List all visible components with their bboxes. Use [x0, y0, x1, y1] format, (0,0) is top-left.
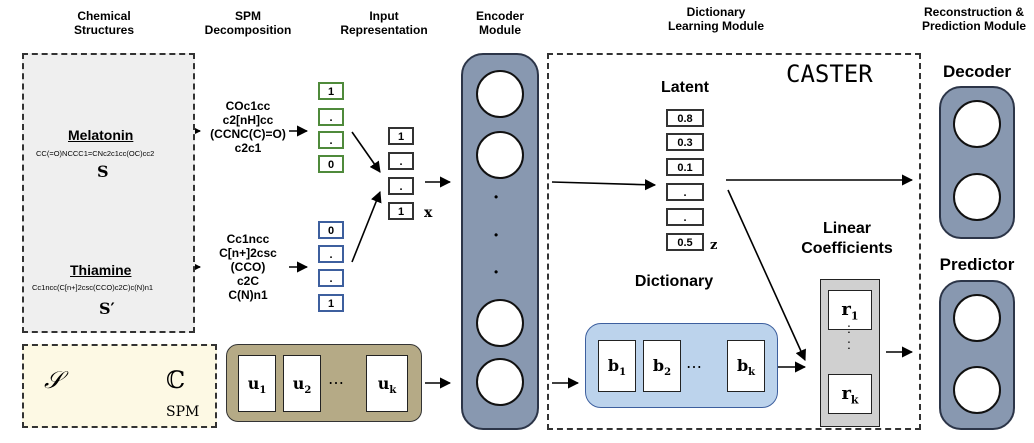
header-spm-decomposition: SPM Decomposition: [204, 9, 292, 37]
coefficient-cell: rk: [828, 374, 872, 414]
vector-cell: 1: [318, 294, 344, 312]
vector-cell: .: [388, 152, 414, 170]
arrow-vec1-x: [351, 131, 381, 173]
u-item: uk: [366, 355, 408, 412]
header-dictionary-learning: Dictionary Learning Module: [668, 5, 764, 33]
drug2-smiles: Cc1ncc(C[n+]2csc(CCO)c2C)c(N)n1: [32, 283, 154, 292]
encoder-node: [476, 358, 524, 406]
encoder-ellipsis: •: [494, 265, 499, 279]
latent-cell: 0.8: [666, 109, 704, 127]
coefficient-cell: r1: [828, 290, 872, 330]
dictionary-atom: b2: [643, 340, 681, 392]
vector-cell: .: [318, 131, 344, 149]
decoder-node: [953, 173, 1001, 221]
encoder-node: [476, 70, 524, 118]
drug1-name: Melatonin: [68, 127, 134, 143]
linear-coefficients-title: Linear Coefficients: [801, 220, 893, 257]
latent-cell: 0.1: [666, 158, 704, 176]
latent-cell: 0.3: [666, 133, 704, 151]
chemical-structures-panel: [22, 53, 195, 333]
encoder-ellipsis: •: [494, 228, 499, 242]
spm2-item: c2C: [236, 274, 259, 288]
drug2-symbol: S′: [99, 299, 115, 318]
vector-cell: 1: [318, 82, 344, 100]
predictor-node: [953, 366, 1001, 414]
decoder-node: [953, 100, 1001, 148]
latent-cell: .: [666, 208, 704, 226]
decoder-title: Decoder: [942, 62, 1012, 81]
arrow-encoder-latent: [551, 179, 657, 191]
caster-title: CASTER: [786, 60, 873, 88]
latent-cell: 0.5: [666, 233, 704, 251]
dictionary-ellipsis: ⋯: [686, 359, 702, 376]
vector-cell: .: [318, 108, 344, 126]
dictionary-atom: bk: [727, 340, 765, 392]
vector-cell: 0: [318, 155, 344, 173]
encoder-ellipsis: •: [494, 190, 499, 204]
u-item: u1: [238, 355, 276, 412]
dictionary-atom: b1: [598, 340, 636, 392]
drug2-name: Thiamine: [70, 262, 132, 278]
predictor-title: Predictor: [939, 255, 1015, 274]
drug1-symbol: S: [97, 162, 109, 181]
vector-cell: .: [388, 177, 414, 195]
header-chemical-structures: Chemical Structures: [73, 9, 135, 37]
u-item: u2: [283, 355, 321, 412]
latent-cell: .: [666, 183, 704, 201]
spm-set-symbol: 𝒮: [44, 366, 63, 394]
header-reconstruction-prediction: Reconstruction & Prediction Module: [921, 5, 1026, 33]
spm-caption: SPM: [166, 404, 200, 420]
spm2-item: C[n+]2csc: [219, 246, 277, 260]
spm1-item: COc1cc: [225, 99, 271, 113]
spm1-item: c2c1: [234, 141, 262, 155]
spm2-item: (CCO): [230, 260, 266, 274]
u-ellipsis: ⋯: [328, 375, 344, 392]
spm2-item: Cc1ncc: [226, 232, 270, 246]
vector-cell: 1: [388, 127, 414, 145]
spm2-list: Cc1ncc C[n+]2csc (CCO) c2C C(N)n1: [205, 232, 291, 302]
spm2-item: C(N)n1: [228, 288, 268, 302]
vector-cell: .: [318, 269, 344, 287]
latent-title: Latent: [661, 79, 709, 96]
spm-output-symbol: ℂ: [166, 366, 186, 394]
vector-cell: 1: [388, 202, 414, 220]
spm1-item: c2[nH]cc: [222, 113, 274, 127]
coefficient-ellipsis: ::: [847, 320, 851, 352]
caster-panel: [547, 53, 921, 430]
encoder-node: [476, 299, 524, 347]
x-label: x: [424, 205, 433, 221]
predictor-node: [953, 294, 1001, 342]
vector-cell: .: [318, 245, 344, 263]
arrow-latent-coeff: [727, 189, 806, 362]
encoder-node: [476, 131, 524, 179]
spm1-item: (CCNC(C)=O): [210, 127, 286, 141]
arrow-vec2-x: [351, 190, 382, 263]
dictionary-title: Dictionary: [634, 273, 714, 290]
spm1-list: COc1cc c2[nH]cc (CCNC(C)=O) c2c1: [205, 99, 291, 155]
header-input-representation: Input Representation: [340, 9, 428, 37]
z-label: z: [710, 238, 718, 253]
vector-cell: 0: [318, 221, 344, 239]
header-encoder-module: Encoder Module: [475, 9, 524, 37]
spm-flow-panel: [22, 344, 217, 428]
drug1-smiles: CC(=O)NCCC1=CNc2c1cc(OC)cc2: [36, 149, 155, 158]
